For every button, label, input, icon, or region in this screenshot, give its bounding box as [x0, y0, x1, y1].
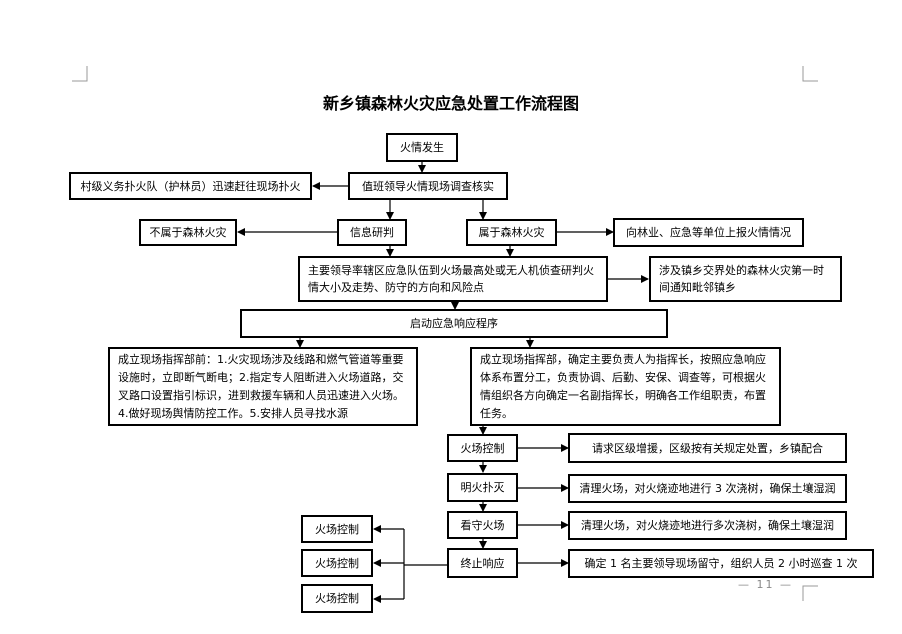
node-watch-fire: 看守火场: [447, 511, 518, 539]
node-right-command-setup: 成立现场指挥部，确定主要负责人为指挥长，按照应急响应体系布置分工，负责协调、后勤…: [470, 347, 781, 426]
page-title: 新乡镇森林火灾应急处置工作流程图: [322, 94, 579, 113]
node-output-fire-control-1: 火场控制: [301, 515, 373, 543]
node-report-up: 向林业、应急等单位上报火情情况: [613, 218, 804, 247]
node-border-notify: 涉及镇乡交界处的森林火灾第一时间通知毗邻镇乡: [649, 256, 842, 302]
crop-mark-top-left: [72, 66, 88, 82]
node-left-command-prep: 成立现场指挥部前：1.火灾现场涉及线路和燃气管道等重要设施时，立即断气断电；2.…: [108, 347, 418, 426]
node-fire-occurs: 火情发生: [386, 133, 458, 162]
node-output-fire-control-2: 火场控制: [301, 549, 373, 577]
node-village-team: 村级义务扑火队（护林员）迅速赶往现场扑火: [69, 172, 312, 200]
node-clean-3-times: 清理火场，对火烧迹地进行 3 次浇树，确保土壤湿润: [568, 474, 847, 503]
crop-mark-bottom-right: [802, 585, 818, 601]
node-is-forest-fire: 属于森林火灾: [466, 219, 557, 246]
node-output-fire-control-3: 火场控制: [301, 584, 373, 613]
node-fire-control: 火场控制: [447, 434, 518, 462]
node-not-forest-fire: 不属于森林火灾: [139, 219, 237, 246]
node-request-support: 请求区级增援，区级按有关规定处置，乡镇配合: [568, 433, 847, 463]
node-start-response: 启动应急响应程序: [240, 309, 668, 338]
node-duty-leader-verify: 值班领导火情现场调查核实: [348, 172, 508, 200]
node-lead-team-survey: 主要领导率辖区应急队伍到火场最高处或无人机侦查研判火情大小及走势、防守的方向和风…: [298, 256, 608, 302]
node-clean-multiple: 清理火场，对火烧迹地进行多次浇树，确保土壤湿润: [568, 511, 847, 540]
page-number: — 11 —: [738, 578, 793, 591]
node-info-judgment: 信息研判: [337, 219, 407, 246]
node-stay-patrol: 确定 1 名主要领导现场留守，组织人员 2 小时巡查 1 次: [568, 549, 874, 578]
node-end-response: 终止响应: [447, 548, 518, 578]
crop-mark-top-right: [802, 66, 818, 82]
node-open-fire-out: 明火扑灭: [447, 473, 518, 502]
